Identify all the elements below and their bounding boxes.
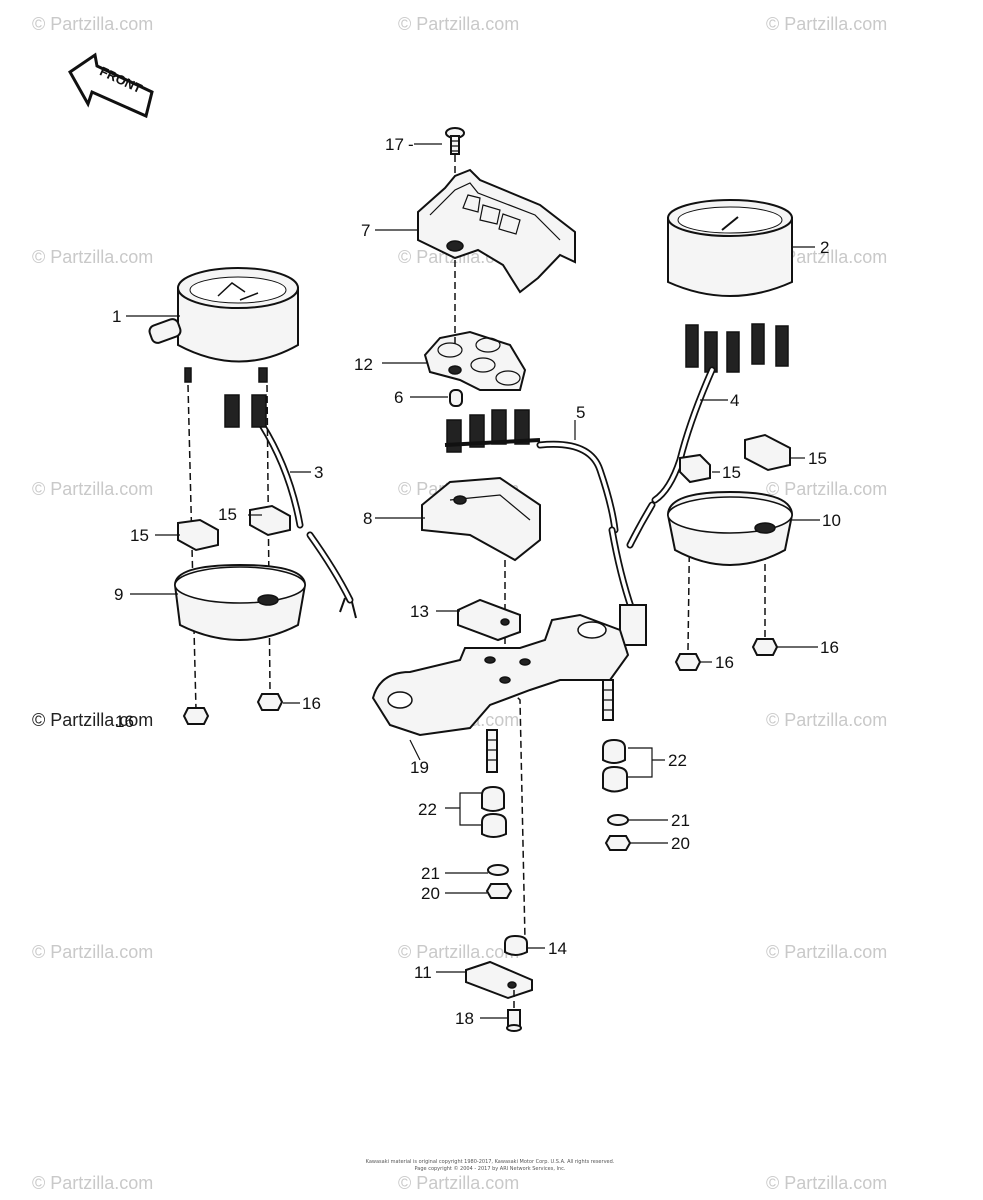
part-13-plate — [457, 598, 521, 642]
watermark: © Partzilla.com — [766, 14, 888, 34]
watermark: © Partzilla.com — [398, 1173, 520, 1193]
callout-17: 17 — [385, 135, 404, 154]
callout-3: 3 — [314, 463, 323, 482]
watermark: © Partzilla.com — [766, 1173, 888, 1193]
callout-6: 6 — [394, 388, 403, 407]
part-5-harness-sockets — [444, 409, 541, 453]
wire-5-connector — [619, 604, 647, 646]
part-6-bulb — [449, 389, 463, 407]
callout-11: 11 — [414, 963, 432, 982]
part-8-bracket — [421, 476, 541, 562]
part-17-screw — [445, 127, 465, 155]
callout-20: 20 — [671, 834, 690, 853]
callout-7: 7 — [361, 221, 370, 240]
callout-10: 10 — [822, 511, 841, 530]
callout-5: 5 — [576, 403, 585, 422]
watermark: © Partzilla.com — [398, 942, 520, 962]
callout-21: 21 — [421, 864, 440, 883]
copyright-line: Page copyright © 2004 - 2017 by ARI Netw… — [414, 1166, 566, 1172]
callout-13: 13 — [410, 602, 429, 621]
watermark: © Partzilla.com — [32, 710, 154, 730]
watermark: © Partzilla.com — [766, 247, 888, 267]
part-15-grommet — [177, 433, 791, 552]
callout-4: 4 — [730, 391, 739, 410]
part-12-socket-plate — [423, 330, 527, 391]
part-16-nut — [182, 638, 779, 725]
svg-text:-: - — [408, 135, 414, 154]
watermark: © Partzilla.com — [766, 479, 888, 499]
front-arrow-icon: FRONT — [68, 52, 154, 119]
callout-21: 21 — [671, 811, 690, 830]
callout-15: 15 — [722, 463, 741, 482]
callout-16: 16 — [302, 694, 321, 713]
watermark: © Partzilla.com — [32, 14, 154, 34]
leader-lines — [126, 143, 820, 1019]
part-14-rubber — [504, 934, 528, 956]
part-22-rubber — [481, 738, 628, 838]
part-9-bracket — [173, 563, 307, 641]
part-2-tachometer — [667, 199, 793, 373]
part-20-nut — [485, 835, 632, 899]
part-11-plate — [465, 960, 533, 1000]
watermark: © Partzilla.com — [766, 942, 888, 962]
callout-15: 15 — [130, 526, 149, 545]
callout-15: 15 — [218, 505, 237, 524]
callout-19: 19 — [410, 758, 429, 777]
part-18-bolt — [506, 1009, 522, 1032]
callout-14: 14 — [548, 939, 567, 958]
part-1-speedometer — [148, 267, 299, 383]
watermark: © Partzilla.com — [32, 247, 154, 267]
callout-22: 22 — [668, 751, 687, 770]
callout-8: 8 — [363, 509, 372, 528]
part-10-bracket — [666, 490, 794, 566]
callout-12: 12 — [354, 355, 373, 374]
callout-9: 9 — [114, 585, 123, 604]
watermark: © Partzilla.com — [32, 1173, 154, 1193]
part-19-main-bracket — [371, 613, 630, 773]
part-7-indicator-housing — [417, 168, 576, 294]
watermark: © Partzilla.com — [398, 14, 520, 34]
callout-20: 20 — [421, 884, 440, 903]
callout-16: 16 — [715, 653, 734, 672]
callout-labels: 17 - 7 2 1 12 6 5 4 3 15 15 15 15 8 9 10… — [112, 135, 841, 1028]
watermark: © Partzilla.com — [32, 942, 154, 962]
callout-22: 22 — [418, 800, 437, 819]
callout-16: 16 — [115, 712, 134, 731]
copyright-line: Kawasaki material is original copyright … — [365, 1159, 615, 1165]
callout-1: 1 — [112, 307, 121, 326]
callout-18: 18 — [455, 1009, 474, 1028]
callout-2: 2 — [820, 238, 829, 257]
callout-15: 15 — [808, 449, 827, 468]
watermark: © Partzilla.com — [766, 710, 888, 730]
watermark: © Partzilla.com — [32, 479, 154, 499]
callout-16: 16 — [820, 638, 839, 657]
